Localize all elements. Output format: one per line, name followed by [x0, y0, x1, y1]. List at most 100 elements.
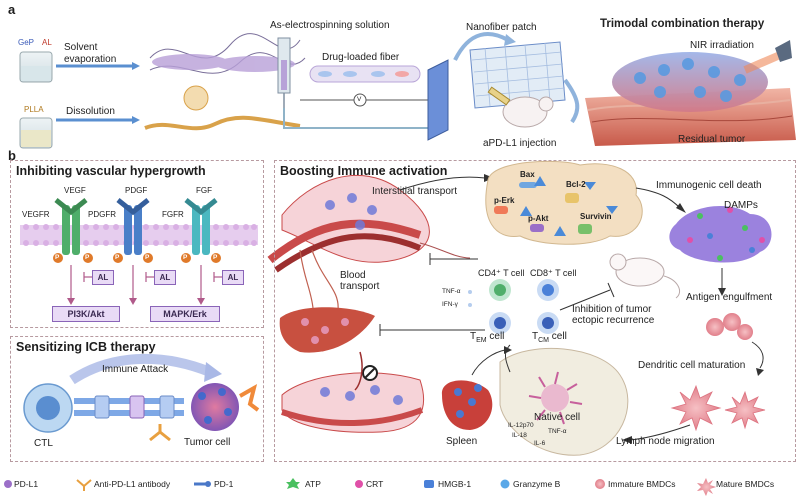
dc-maturation-label: Dendritic cell maturation	[638, 360, 746, 371]
legend-item-pd1: PD-1	[214, 479, 234, 489]
pdgfr-label: PDGFR	[88, 210, 116, 219]
vegf-label: VEGF	[64, 186, 86, 195]
icb-therapy-box	[10, 336, 264, 462]
tumor-cell-icon	[191, 383, 260, 431]
lower-vessel-icon	[281, 372, 425, 433]
inhibition-recurrence-label: Inhibition of tumor ectopic recurrence	[572, 304, 655, 326]
il18-label: IL-18	[512, 432, 527, 439]
bax-label: Bax	[520, 170, 535, 179]
spleen-icon	[441, 380, 493, 430]
tumor-tissue-icon	[585, 40, 796, 146]
pi3k-akt-pill: PI3K/Akt	[52, 306, 120, 322]
pdgf-label: PDGF	[125, 186, 148, 195]
vegfr-receptor-icon	[54, 198, 88, 255]
fgfr-receptor-icon	[184, 198, 218, 255]
p-label-6: P	[213, 254, 218, 261]
immature-dc-icon	[706, 313, 753, 340]
blood-transport-label: Blood transport	[340, 270, 380, 292]
mouse-icon	[502, 96, 554, 128]
immune-activation-box	[274, 160, 796, 462]
plla-polymer-icon	[144, 115, 301, 131]
no-symbol-icon	[362, 365, 378, 381]
voltage-label: V	[357, 96, 362, 103]
damps-label: DAMPs	[724, 200, 758, 211]
p-label-4: P	[145, 254, 150, 261]
pdgfr-receptor-icon	[116, 198, 150, 255]
cd4-t-cell-icon	[489, 279, 511, 301]
fgfr-label: FGFR	[162, 210, 184, 219]
tcm-cell-icon	[537, 312, 559, 334]
lymph-node-icon	[499, 347, 629, 456]
lymph-node-migration-label: Lymph node migration	[616, 436, 715, 447]
vascular-title: Inhibiting vascular hypergrowth	[16, 164, 206, 178]
legend-item-crt: CRT	[366, 479, 384, 489]
legend-item-atp: ATP	[305, 479, 321, 489]
phospho-icon	[53, 253, 221, 263]
survivin-label: Survivin	[580, 212, 612, 221]
al-pill-2: AL	[154, 270, 176, 285]
vascular-hypergrowth-box	[10, 160, 264, 328]
apdl1-injection-label: aPD-L1 injection	[483, 138, 557, 149]
tumor-cell-label: Tumor cell	[184, 437, 231, 448]
cd8-t-cell-icon	[537, 279, 559, 301]
tnfa2-label: TNF-α	[548, 428, 567, 435]
il12-label: IL-12p70	[508, 422, 534, 429]
tem-cell-label: TEM cell	[470, 331, 505, 344]
tcm-cell-label: TCM cell	[532, 331, 567, 344]
tnfa-label: TNF-α	[442, 288, 461, 295]
ctl-label: CTL	[34, 438, 53, 449]
panel-label-b: b	[8, 148, 16, 163]
nir-irradiation-label: NIR irradiation	[690, 40, 754, 51]
icb-title: Sensitizing ICB therapy	[16, 340, 156, 354]
panel-label-a: a	[8, 2, 16, 17]
antibody-icon	[149, 424, 171, 442]
protein-markers	[494, 182, 592, 234]
legend-item-granzyme: Granzyme B	[513, 479, 561, 489]
al-pill-1: AL	[92, 270, 114, 285]
antigen-engulfment-label: Antigen engulfment	[686, 292, 773, 303]
interstitial-transport-label: Interstitial transport	[372, 186, 458, 197]
al-label: AL	[42, 38, 52, 47]
al-pill-3: AL	[222, 270, 244, 285]
trimodal-title: Trimodal combination therapy	[600, 18, 765, 30]
blood-vessel-icon	[267, 174, 430, 341]
tem-cell-icon	[489, 312, 511, 334]
p-label-2: P	[85, 254, 90, 261]
damps-cell-cluster-icon	[669, 205, 772, 263]
liver-icon	[279, 307, 375, 353]
injection-syringe-icon	[487, 86, 511, 106]
ctl-icon	[23, 383, 73, 433]
il6-label: IL-6	[534, 440, 546, 447]
native-cell-label: Native cell	[534, 412, 581, 423]
cd8-t-cell-label: CD8⁺ T cell	[530, 268, 577, 278]
bcl2-label: Bcl-2	[566, 180, 586, 189]
immune-title: Boosting Immune activation	[280, 164, 448, 178]
solvent-evaporation-label: Solvent evaporation	[64, 42, 117, 65]
residual-tumor-label: Residual tumor	[678, 134, 746, 145]
vegfr-label: VEGFR	[22, 210, 50, 219]
cd4-t-cell-label: CD4⁺ T cell	[478, 268, 525, 278]
p-label-1: P	[55, 254, 60, 261]
immune-attack-label: Immune Attack	[102, 364, 169, 375]
p-label-5: P	[183, 254, 188, 261]
electrospinning-solution-label: As-electrospinning solution	[270, 20, 390, 31]
syringe-icon	[277, 37, 291, 108]
ifng-label: IFN-γ	[442, 301, 458, 308]
pakt-label: p-Akt	[528, 214, 549, 223]
p-label-3: P	[115, 254, 120, 261]
gep-label: GeP	[18, 38, 35, 47]
plla-label: PLLA	[24, 105, 44, 114]
dissolution-label: Dissolution	[66, 106, 115, 117]
beaker-icon	[19, 51, 53, 149]
drug-loaded-fiber-label: Drug-loaded fiber	[322, 52, 400, 63]
perk-label: p-Erk	[494, 196, 515, 205]
mouse-recurrence-icon	[609, 253, 680, 299]
legend-item-antibody: Anti-PD-L1 antibody	[94, 479, 171, 489]
legend-item-immature-bmdc: Immature BMDCs	[608, 479, 676, 489]
nanofiber-patch-label: Nanofiber patch	[466, 22, 537, 33]
legend: PD-L1 Anti-PD-L1 antibody PD-1 ATP CRT H…	[0, 474, 806, 500]
fgf-label: FGF	[196, 186, 212, 195]
tcr-pd1-binding-icon	[74, 395, 184, 419]
legend-item-mature-bmdc: Mature BMDCs	[716, 479, 775, 489]
mapk-erk-pill: MAPK/Erk	[150, 306, 220, 322]
